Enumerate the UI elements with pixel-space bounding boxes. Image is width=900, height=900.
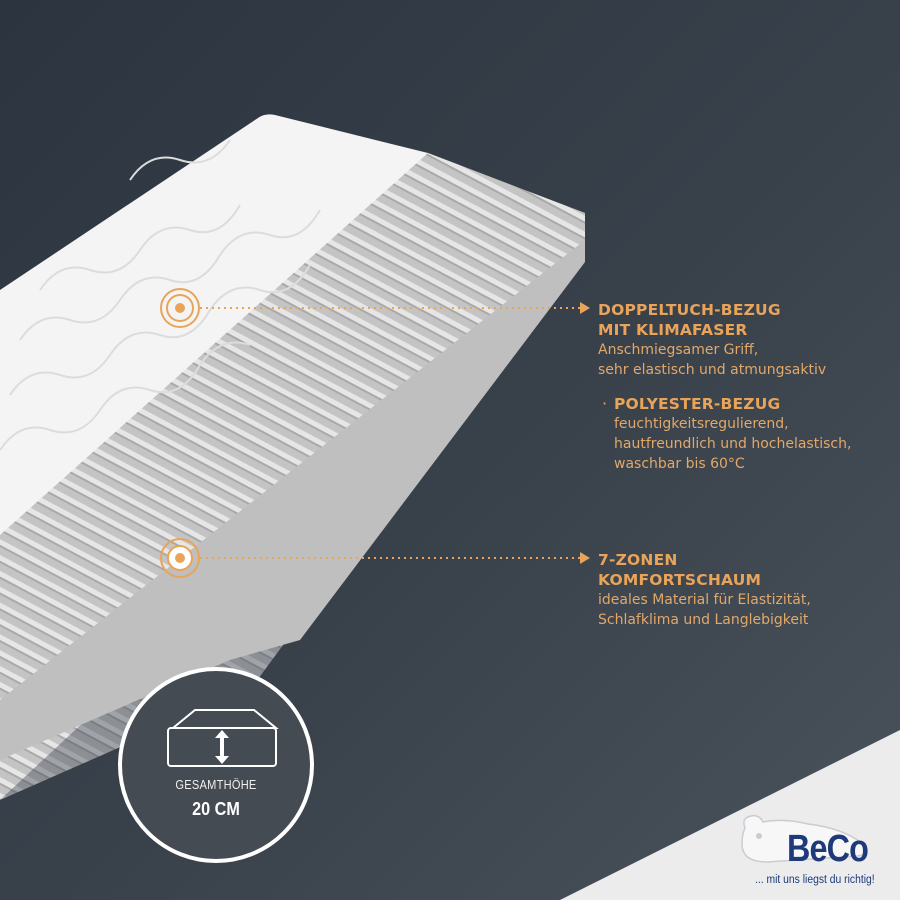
callout-cover: DOPPELTUCH-BEZUG MIT KLIMAFASER Anschmie… (580, 300, 827, 380)
callout-title: POLYESTER-BEZUG (614, 395, 781, 413)
sleeping-bear-icon (741, 814, 868, 863)
callout-description: Anschmiegsamer Griff, (598, 342, 759, 358)
height-badge: GESAMTHÖHE 20 CM (118, 667, 314, 863)
height-label: GESAMTHÖHE (175, 777, 257, 792)
quilting-pattern (0, 139, 321, 451)
callout-polyester: · POLYESTER-BEZUG feuchtigkeitsreguliere… (602, 394, 852, 474)
callout-description: sehr elastisch und atmungsaktiv (598, 362, 827, 378)
hotspot-cover-icon[interactable] (160, 288, 200, 328)
mattress-height-icon (167, 709, 279, 767)
arrow-icon (580, 302, 590, 314)
callout-title: MIT KLIMAFASER (598, 321, 748, 339)
callout-foam: 7-ZONEN KOMFORTSCHAUM ideales Material f… (580, 550, 811, 630)
brand-name: BeCo (787, 828, 869, 870)
callout-description: hautfreundlich und hochelastisch, (614, 436, 852, 452)
callout-description: waschbar bis 60°C (614, 456, 745, 472)
callout-description: Schlafklima und Langlebigkeit (598, 612, 809, 628)
hotspot-foam-icon[interactable] (160, 538, 200, 578)
brand-logo: BeCo ... mit uns liegst du richtig! (735, 810, 895, 895)
callout-title: 7-ZONEN (598, 551, 678, 569)
brand-tagline: ... mit uns liegst du richtig! (755, 874, 875, 886)
bullet-icon: · (602, 394, 608, 413)
callout-description: ideales Material für Elastizität, (598, 592, 811, 608)
callout-description: feuchtigkeitsregulierend, (614, 416, 789, 432)
callout-title: KOMFORTSCHAUM (598, 571, 762, 589)
height-value: 20 CM (192, 799, 240, 819)
arrow-icon (580, 552, 590, 564)
callout-title: DOPPELTUCH-BEZUG (598, 301, 781, 319)
